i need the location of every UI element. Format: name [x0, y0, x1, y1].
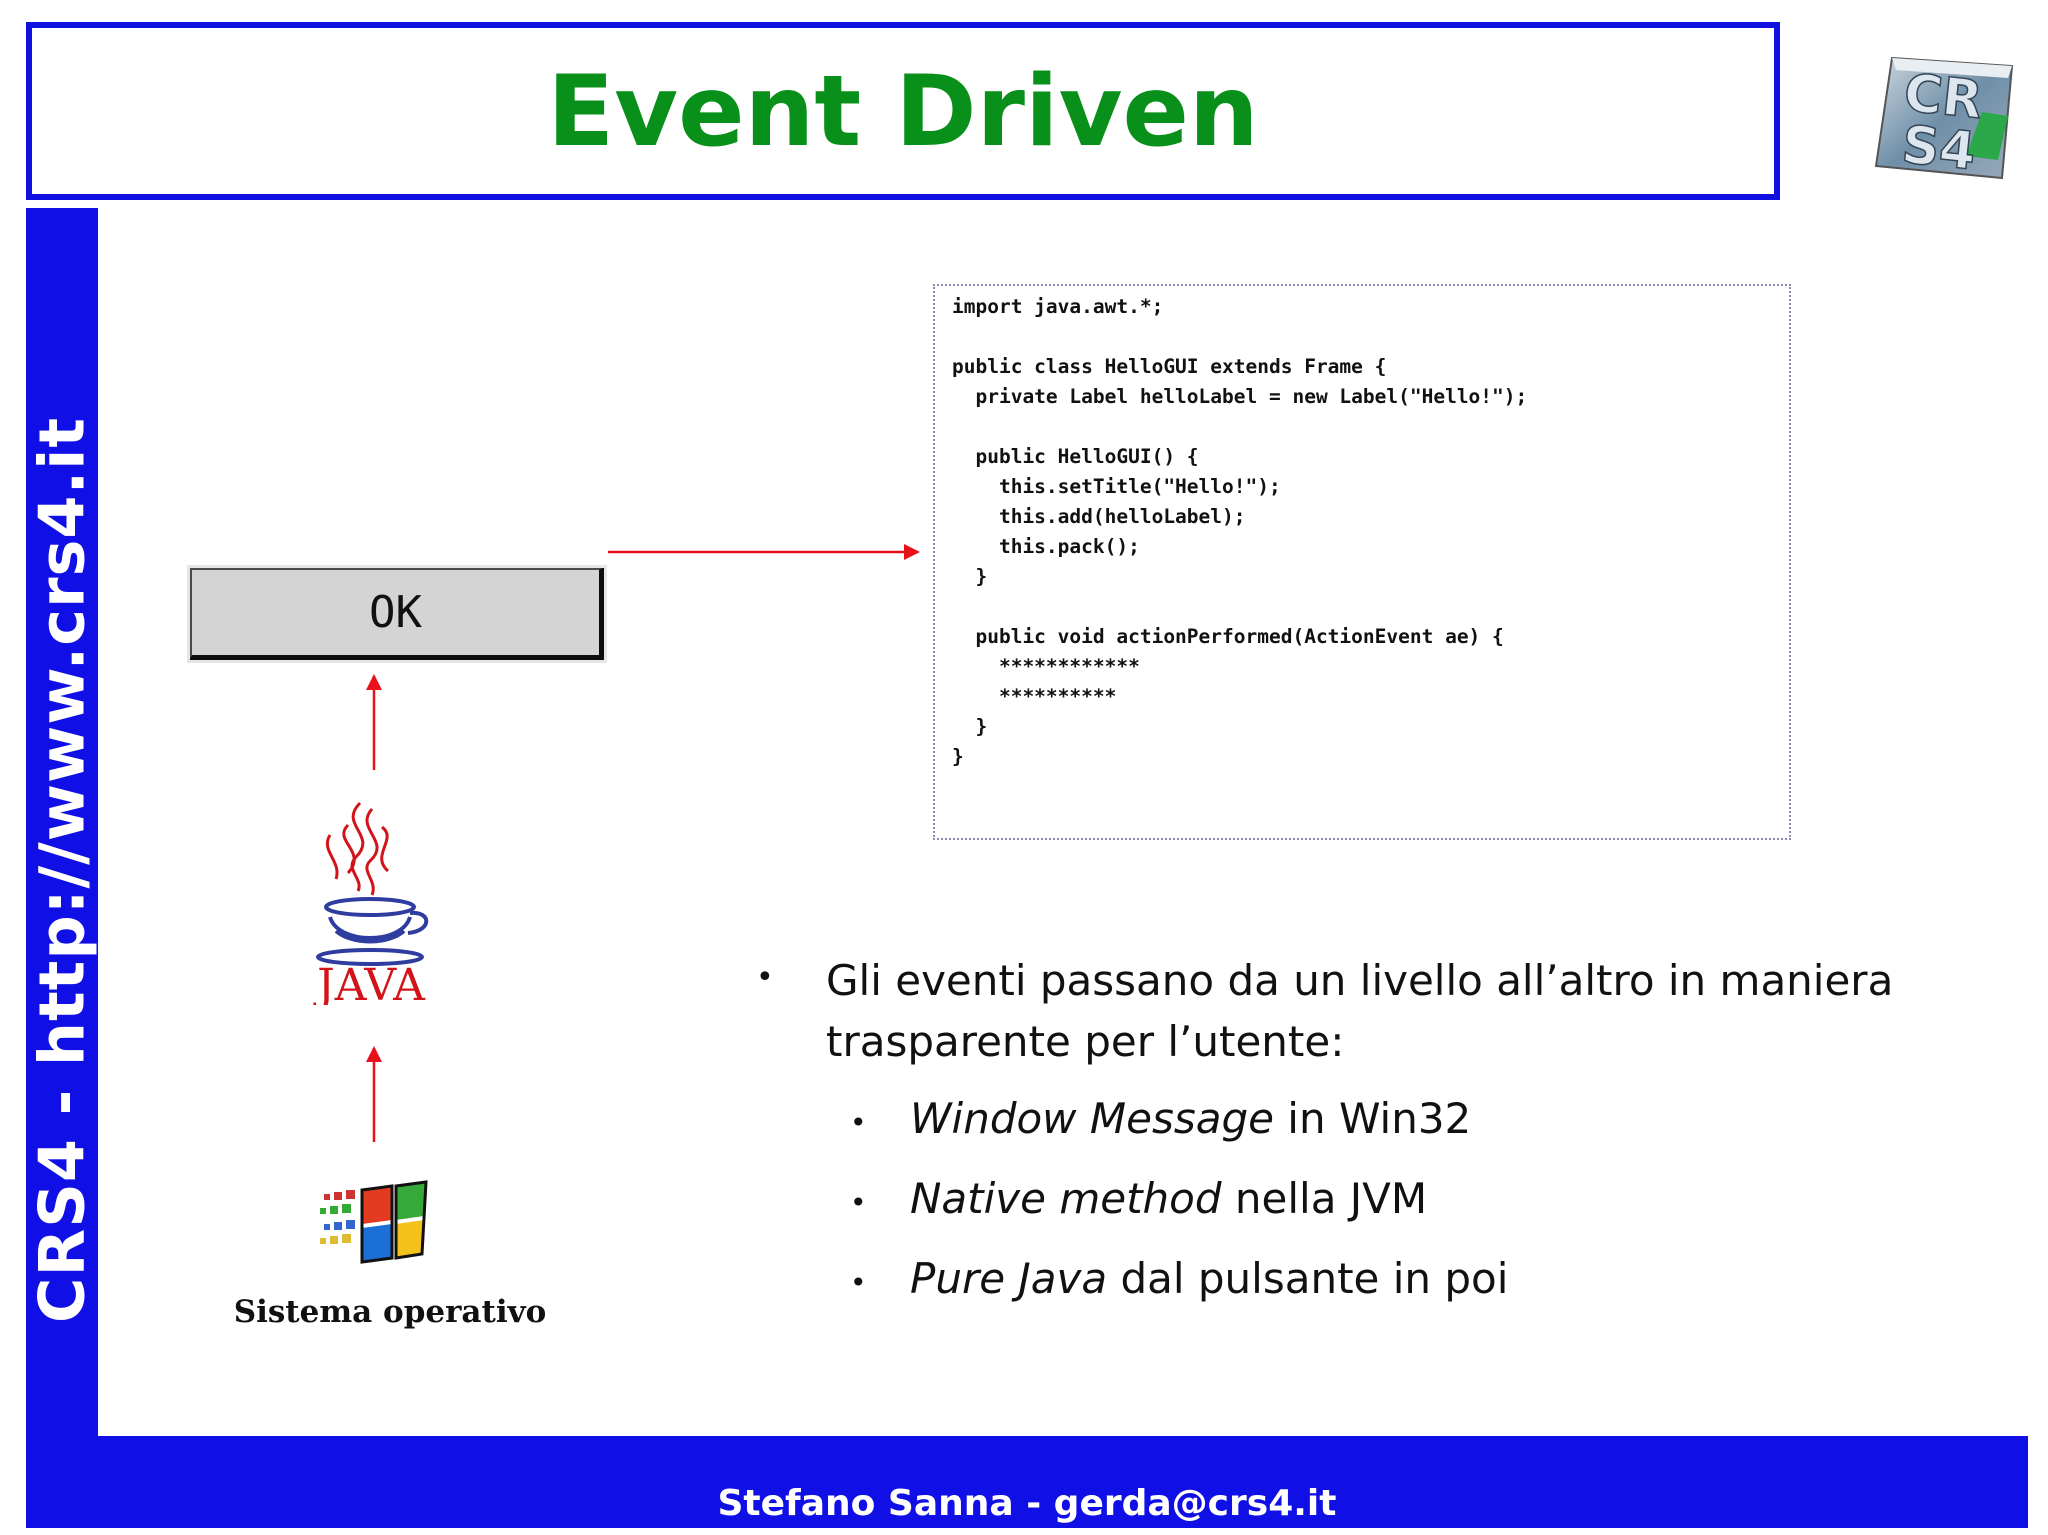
svg-text:S4: S4 — [1899, 115, 1979, 182]
java-logo-text: JAVA — [313, 960, 426, 1005]
bullet-marker: • — [850, 1106, 867, 1139]
title-box — [26, 22, 1780, 200]
code-box — [933, 284, 1791, 840]
sub-bullet-pure-java: Pure Java dal pulsante in poi — [910, 1254, 1509, 1303]
logo-text: CR — [1901, 63, 1985, 131]
sidebar-bar — [26, 208, 98, 1528]
bullet-main-text: Gli eventi passano da un livello all’alt… — [826, 956, 1894, 1066]
sub-bullet-win32: Window Message in Win32 — [910, 1094, 1472, 1143]
page-title: Event Driven — [547, 55, 1259, 169]
footer-author: Stefano Sanna - gerda@crs4.it — [717, 1483, 1337, 1524]
crs4-logo: CR S4 — [1874, 56, 2014, 183]
bullet-marker: • — [850, 1186, 867, 1219]
windows-logo-icon — [320, 1180, 428, 1264]
code-listing: import java.awt.*; public class HelloGUI… — [952, 295, 1528, 768]
footer-bar — [98, 1436, 2028, 1528]
sub-bullet-jvm: Native method nella JVM — [910, 1174, 1428, 1223]
java-coffee-cup-icon: JAVA — [313, 801, 429, 1005]
bullet-marker: • — [850, 1266, 867, 1299]
os-label: Sistema operativo — [233, 1294, 547, 1330]
ok-button[interactable]: OK — [187, 565, 607, 663]
bullet-marker: • — [756, 960, 774, 995]
